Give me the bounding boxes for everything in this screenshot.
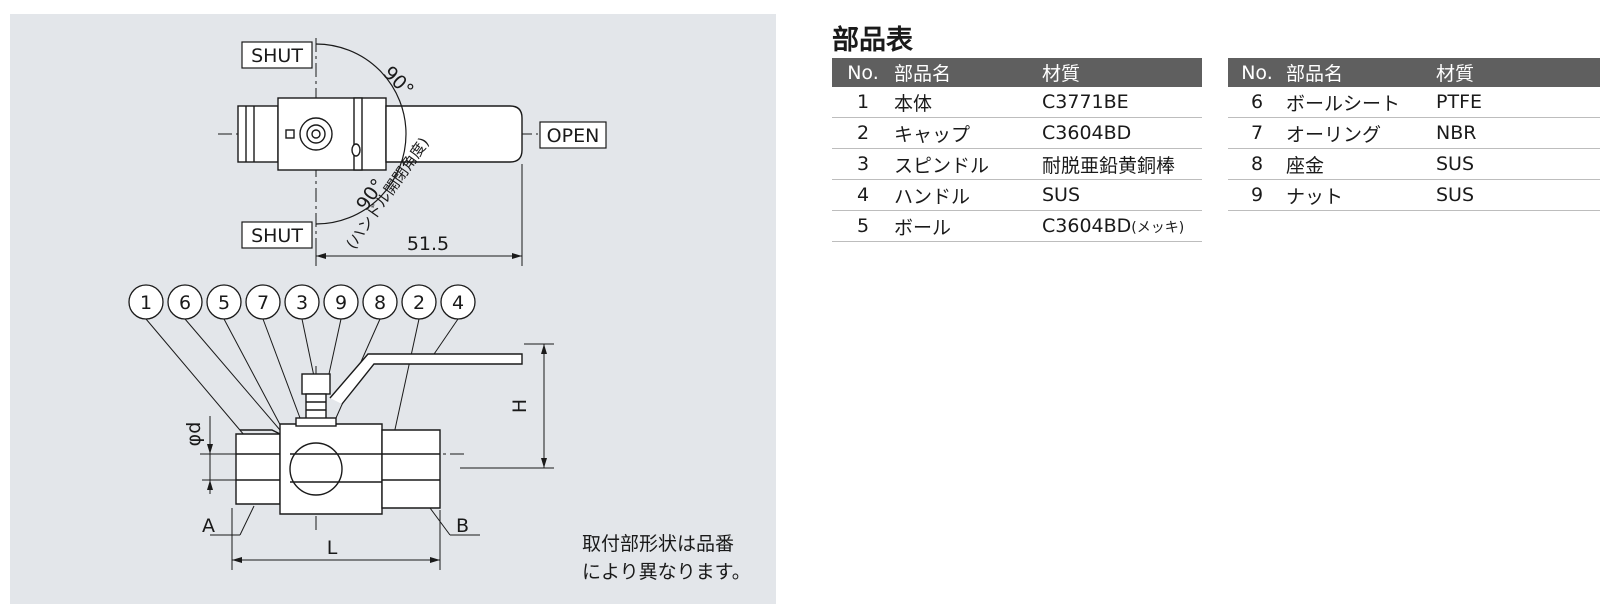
part-material: NBR [1436,117,1600,149]
part-bubble [362,284,398,320]
header-name: 部品名 [894,58,1042,87]
part-bubble [440,284,476,320]
part-material: SUS [1436,179,1600,211]
part-material: SUS [1042,179,1202,211]
angle-top-label: 90° [378,62,417,101]
drawing-panel: SHUT SHUT OPEN 90° 90° (ハンドル開閉角度) 51.5 1… [10,14,776,604]
label-a: A [202,515,215,537]
header-no: No. [832,58,894,87]
part-bubble [128,284,164,320]
part-bubble-number: 4 [452,292,464,314]
bubble-leader-line [393,318,420,435]
part-no: 1 [832,87,894,118]
top-view [218,38,538,266]
shut-bottom-label: SHUT [241,221,313,249]
part-bubble [284,284,320,320]
part-bubble [245,284,281,320]
parts-table-title: 部品表 [832,25,913,56]
open-label: OPEN [539,121,607,149]
bubble-leader-line [429,318,459,361]
header-name: 部品名 [1286,58,1436,87]
part-bubble-number: 3 [296,292,308,314]
part-name: 本体 [894,87,1042,118]
part-material: 耐脱亜鉛黄銅棒 [1042,148,1202,180]
part-bubble-number: 8 [374,292,386,314]
part-material: SUS [1436,148,1600,180]
header-material: 材質 [1042,58,1202,87]
part-name: ボール [894,210,1042,242]
note-line-1: 取付部形状は品番 [582,533,735,555]
table-row: 8 座金 SUS [1228,148,1600,180]
note-line-2: により異なります。 [582,561,751,583]
svg-text:SHUT: SHUT [251,225,303,247]
front-view [200,343,554,570]
part-bubble [206,284,242,320]
part-name: ボールシート [1286,87,1436,118]
parts-table-left: No. 部品名 材質 1 本体 C3771BE 2 キャップ C3604BD 3… [832,58,1202,242]
bubble-leader-line [262,318,307,435]
part-no: 3 [832,148,894,180]
table-row: 4 ハンドル SUS [832,179,1202,211]
part-bubble-number: 7 [257,292,269,314]
table-row: 3 スピンドル 耐脱亜鉛黄銅棒 [832,148,1202,180]
svg-text:SHUT: SHUT [251,45,303,67]
part-material-cell: C3604BD(メッキ) [1042,210,1202,242]
dim-h-label: H [509,399,531,413]
part-no: 6 [1228,87,1286,118]
label-b: B [456,515,469,537]
table-row: 5 ボール C3604BD(メッキ) [832,210,1202,242]
dim-phi-d-label: φd [183,422,205,447]
part-material: PTFE [1436,87,1600,118]
table-header-row: No. 部品名 材質 [1228,58,1600,87]
bubble-leader-line [184,318,293,445]
part-no: 8 [1228,148,1286,180]
part-bubble-number: 2 [413,292,425,314]
shut-top-label: SHUT [241,41,313,69]
part-no: 7 [1228,117,1286,149]
table-row: 1 本体 C3771BE [832,87,1202,118]
parts-table-right: No. 部品名 材質 6 ボールシート PTFE 7 オーリング NBR 8 座… [1228,58,1600,211]
part-name: キャップ [894,117,1042,149]
table-row: 6 ボールシート PTFE [1228,87,1600,118]
part-name: スピンドル [894,148,1042,180]
bubble-leader-line [145,318,251,443]
dim-l-label: L [327,537,338,559]
mounting-note: 取付部形状は品番 により異なります。 [582,530,772,586]
part-bubble-number: 5 [218,292,230,314]
part-material: C3771BE [1042,87,1202,118]
table-row: 7 オーリング NBR [1228,117,1600,149]
part-no: 5 [832,210,894,242]
header-no: No. [1228,58,1286,87]
part-material: C3604BD [1042,215,1132,237]
part-material: C3604BD [1042,117,1202,149]
table-row: 2 キャップ C3604BD [832,117,1202,149]
part-bubble [401,284,437,320]
part-name: ナット [1286,179,1436,211]
dim-width-label: 51.5 [407,233,449,255]
part-material-note: (メッキ) [1131,220,1185,236]
part-bubble-number: 6 [179,292,191,314]
part-name: 座金 [1286,148,1436,180]
valve-drawing: SHUT SHUT OPEN 90° 90° (ハンドル開閉角度) 51.5 1… [128,38,607,570]
part-bubble [167,284,203,320]
svg-text:OPEN: OPEN [547,125,600,147]
header-material: 材質 [1436,58,1600,87]
part-no: 4 [832,179,894,211]
part-bubbles: 1 6 5 7 3 9 8 2 4 [128,284,476,467]
part-bubble-number: 1 [140,292,152,314]
part-name: オーリング [1286,117,1436,149]
table-header-row: No. 部品名 材質 [832,58,1202,87]
part-name: ハンドル [894,179,1042,211]
part-no: 9 [1228,179,1286,211]
part-bubble [323,284,359,320]
part-bubble-number: 9 [335,292,347,314]
table-row: 9 ナット SUS [1228,179,1600,211]
part-no: 2 [832,117,894,149]
